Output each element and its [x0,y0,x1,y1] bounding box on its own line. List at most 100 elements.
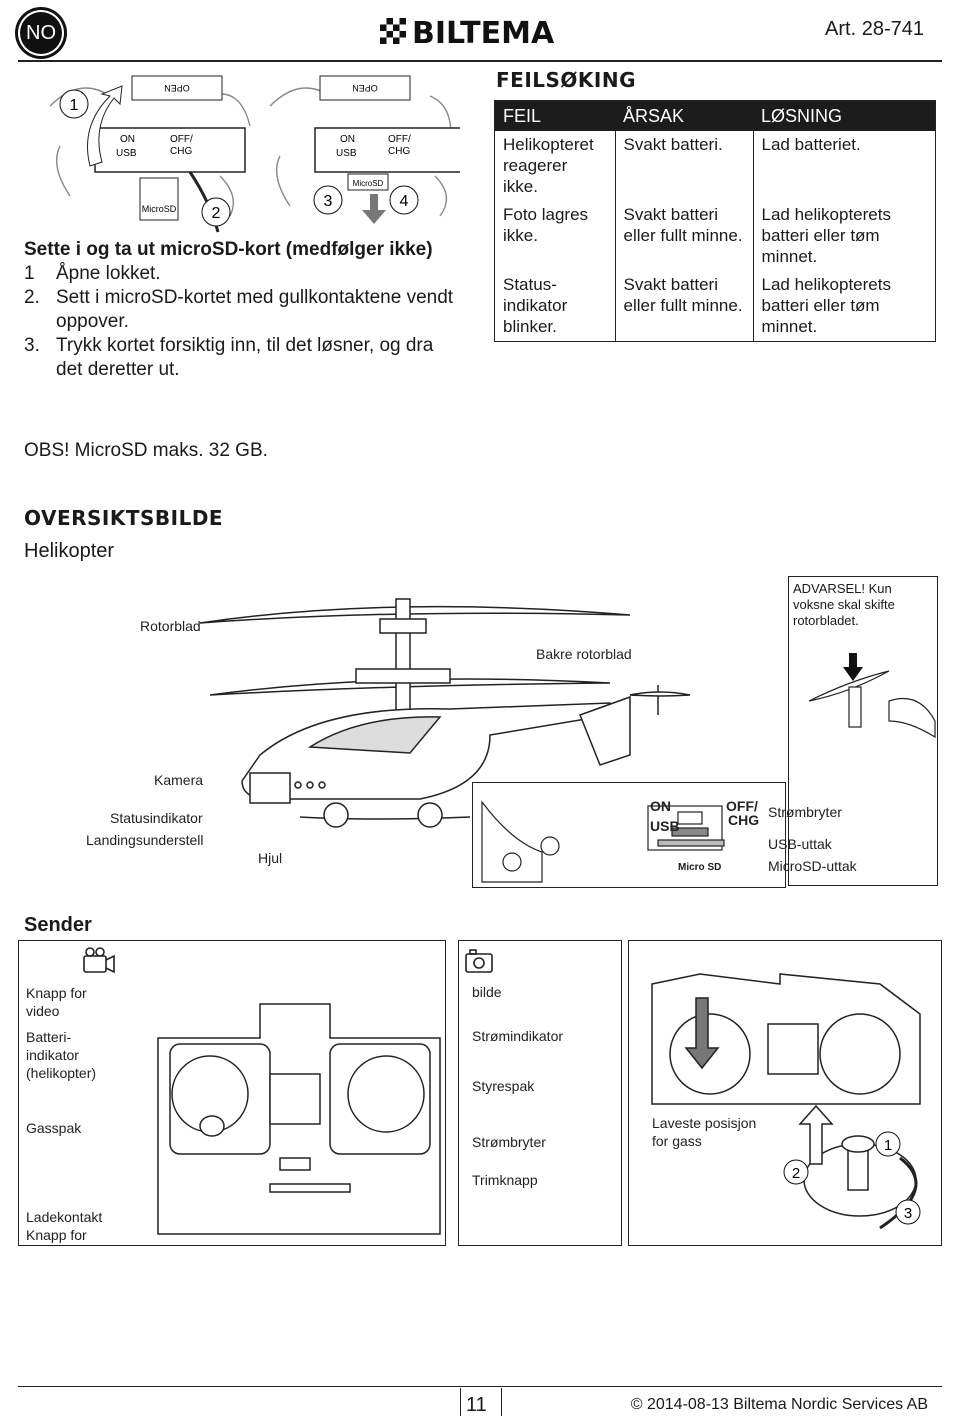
article-number: Art. 28-741 [825,18,924,40]
transmitter-illustrations: 1 2 3 [83,947,921,1235]
battery-indicator-label: Batteri­indikator (helikopter) [26,1029,97,1081]
sender-left-box [18,940,446,1246]
troubleshooting-title: FEILSØKING [496,68,637,92]
checker-flag-icon [380,18,406,44]
upper-rotor-blade [199,605,631,624]
microsd-note: OBS! MicroSD maks. 32 GB. [24,440,268,461]
camera-module [249,772,291,804]
video-camera-icon [83,947,115,974]
usb-port-label: USB-uttak [768,836,832,852]
wheel-right [417,802,443,828]
landing-gear-label: Landingsunderstell [86,832,204,848]
tail-fin [579,695,631,766]
microsd-slot [657,839,725,847]
svg-text:2: 2 [792,1165,800,1182]
helicopter-illustration [199,598,691,828]
panel-on-label: ON [650,798,671,814]
lower-rotor-blade [209,678,611,696]
copyright: © 2014-08-13 Biltema Nordic Services AB [630,1396,928,1413]
step-item: 3.Trykk kortet forsiktig inn, til det lø… [24,335,434,380]
video-button-label: Knapp for video [26,985,87,1019]
power-indicator-label: Strømindikator [472,1028,564,1044]
svg-text:ON: ON [340,134,355,145]
lowest-throttle-label: Laveste posisjon for gass [652,1115,757,1149]
warning-text: ADVARSEL! Kun voksne skal skifte rotorbl… [793,581,895,628]
microsd-instructions: Sette i og ta ut microSD-kort (medfølger… [24,238,464,382]
power-switch-label: Strømbryter [768,804,842,820]
table-row: Status­indikator blinker. Svakt bat­teri… [494,271,936,342]
sender-middle-box [458,940,622,1246]
step-item: 2.Sett i microSD-kortet med gullkontakte… [24,287,454,332]
language-badge: NO [18,10,64,56]
transmitter-throttle-view [651,973,921,1105]
wheel-label: Hjul [258,850,283,866]
svg-text:1: 1 [70,97,79,114]
overview-subtitle: Helikopter [24,540,115,562]
svg-text:MicroSD: MicroSD [353,179,384,188]
svg-text:OPEN: OPEN [352,83,378,93]
svg-text:OFF/: OFF/ [388,134,411,145]
svg-text:OFF/: OFF/ [170,134,193,145]
microsd-port-label: MicroSD-uttak [768,858,857,874]
step-marker-2: 2 [201,197,231,227]
header-rule [18,60,942,62]
svg-text:3: 3 [904,1205,912,1222]
svg-text:BILTEMA: BILTEMA [412,16,555,48]
svg-text:1: 1 [884,1137,892,1154]
sender-title: Sender [24,914,92,936]
sender-power-switch-label: Strømbryter [472,1134,546,1150]
svg-text:MicroSD: MicroSD [142,204,177,214]
table-row: Helikopteret reagerer ikke. Svakt batter… [494,131,936,201]
svg-text:CHG: CHG [388,146,410,157]
sender-step-1: 1 [875,1131,901,1157]
panel-off-label: OFF/ [726,798,758,814]
sender-right-box [628,940,942,1246]
control-stick-label: Styrespak [472,1078,535,1094]
status-label: Statusindikator [110,810,203,826]
microsd-heading: Sette i og ta ut microSD-kort (medfølger… [24,239,433,260]
column-header: ÅRSAK [615,100,753,131]
sender-step-2: 2 [783,1159,809,1185]
svg-text:4: 4 [400,193,409,210]
column-header: LØSNING [753,100,936,131]
svg-text:OPEN: OPEN [164,83,190,93]
warning-box: ADVARSEL! Kun voksne skal skifte rotorbl… [788,576,938,886]
column-header: FEIL [494,100,615,131]
down-arrow-icon [362,194,386,224]
camera-label: Kamera [154,772,204,788]
troubleshooting-table: FEIL ÅRSAK LØSNING Helikopteret reagerer… [494,100,936,342]
throttle-detail [798,1104,918,1230]
throttle-label: Gasspak [26,1120,82,1136]
footer-rule [18,1386,942,1387]
panel-microsd-label: Micro SD [678,862,722,873]
switch-panel-drawing [481,800,725,883]
sender-step-3: 3 [895,1199,921,1225]
page-number: 11 [466,1394,487,1416]
rotor-detail [808,653,936,739]
tail-rotor-label: Bakre rotorblad [536,646,632,662]
usb-port [671,827,709,837]
camera-icon [465,949,493,973]
brand-logo: BILTEMA [380,16,555,48]
step-marker-4: 4 [389,185,419,215]
trim-button-label: Trimknapp [472,1172,538,1188]
step-marker-1: 1 [59,89,89,119]
step-marker-3: 3 [313,185,343,215]
panel-usb-label: USB [650,818,680,834]
switch-panel-box [472,782,786,888]
transmitter-front [157,1003,441,1235]
table-row: Foto lagres ikke. Svakt bat­teri eller f… [494,201,936,271]
svg-text:CHG: CHG [170,146,192,157]
open-arrow-icon [87,85,123,167]
svg-text:USB: USB [336,148,357,159]
panel-chg-label: CHG [728,812,760,828]
microsd-illustration: OPEN OPEN ON USB OFF/ CHG ON USB OFF/ CH… [49,75,460,233]
up-arrow-icon [843,653,863,681]
svg-text:3: 3 [324,193,333,210]
svg-text:2: 2 [212,205,221,222]
svg-text:ON: ON [120,134,135,145]
overview-title: OVERSIKTSBILDE [24,506,224,530]
svg-text:USB: USB [116,148,137,159]
rotor-label: Rotorblad [140,618,201,634]
